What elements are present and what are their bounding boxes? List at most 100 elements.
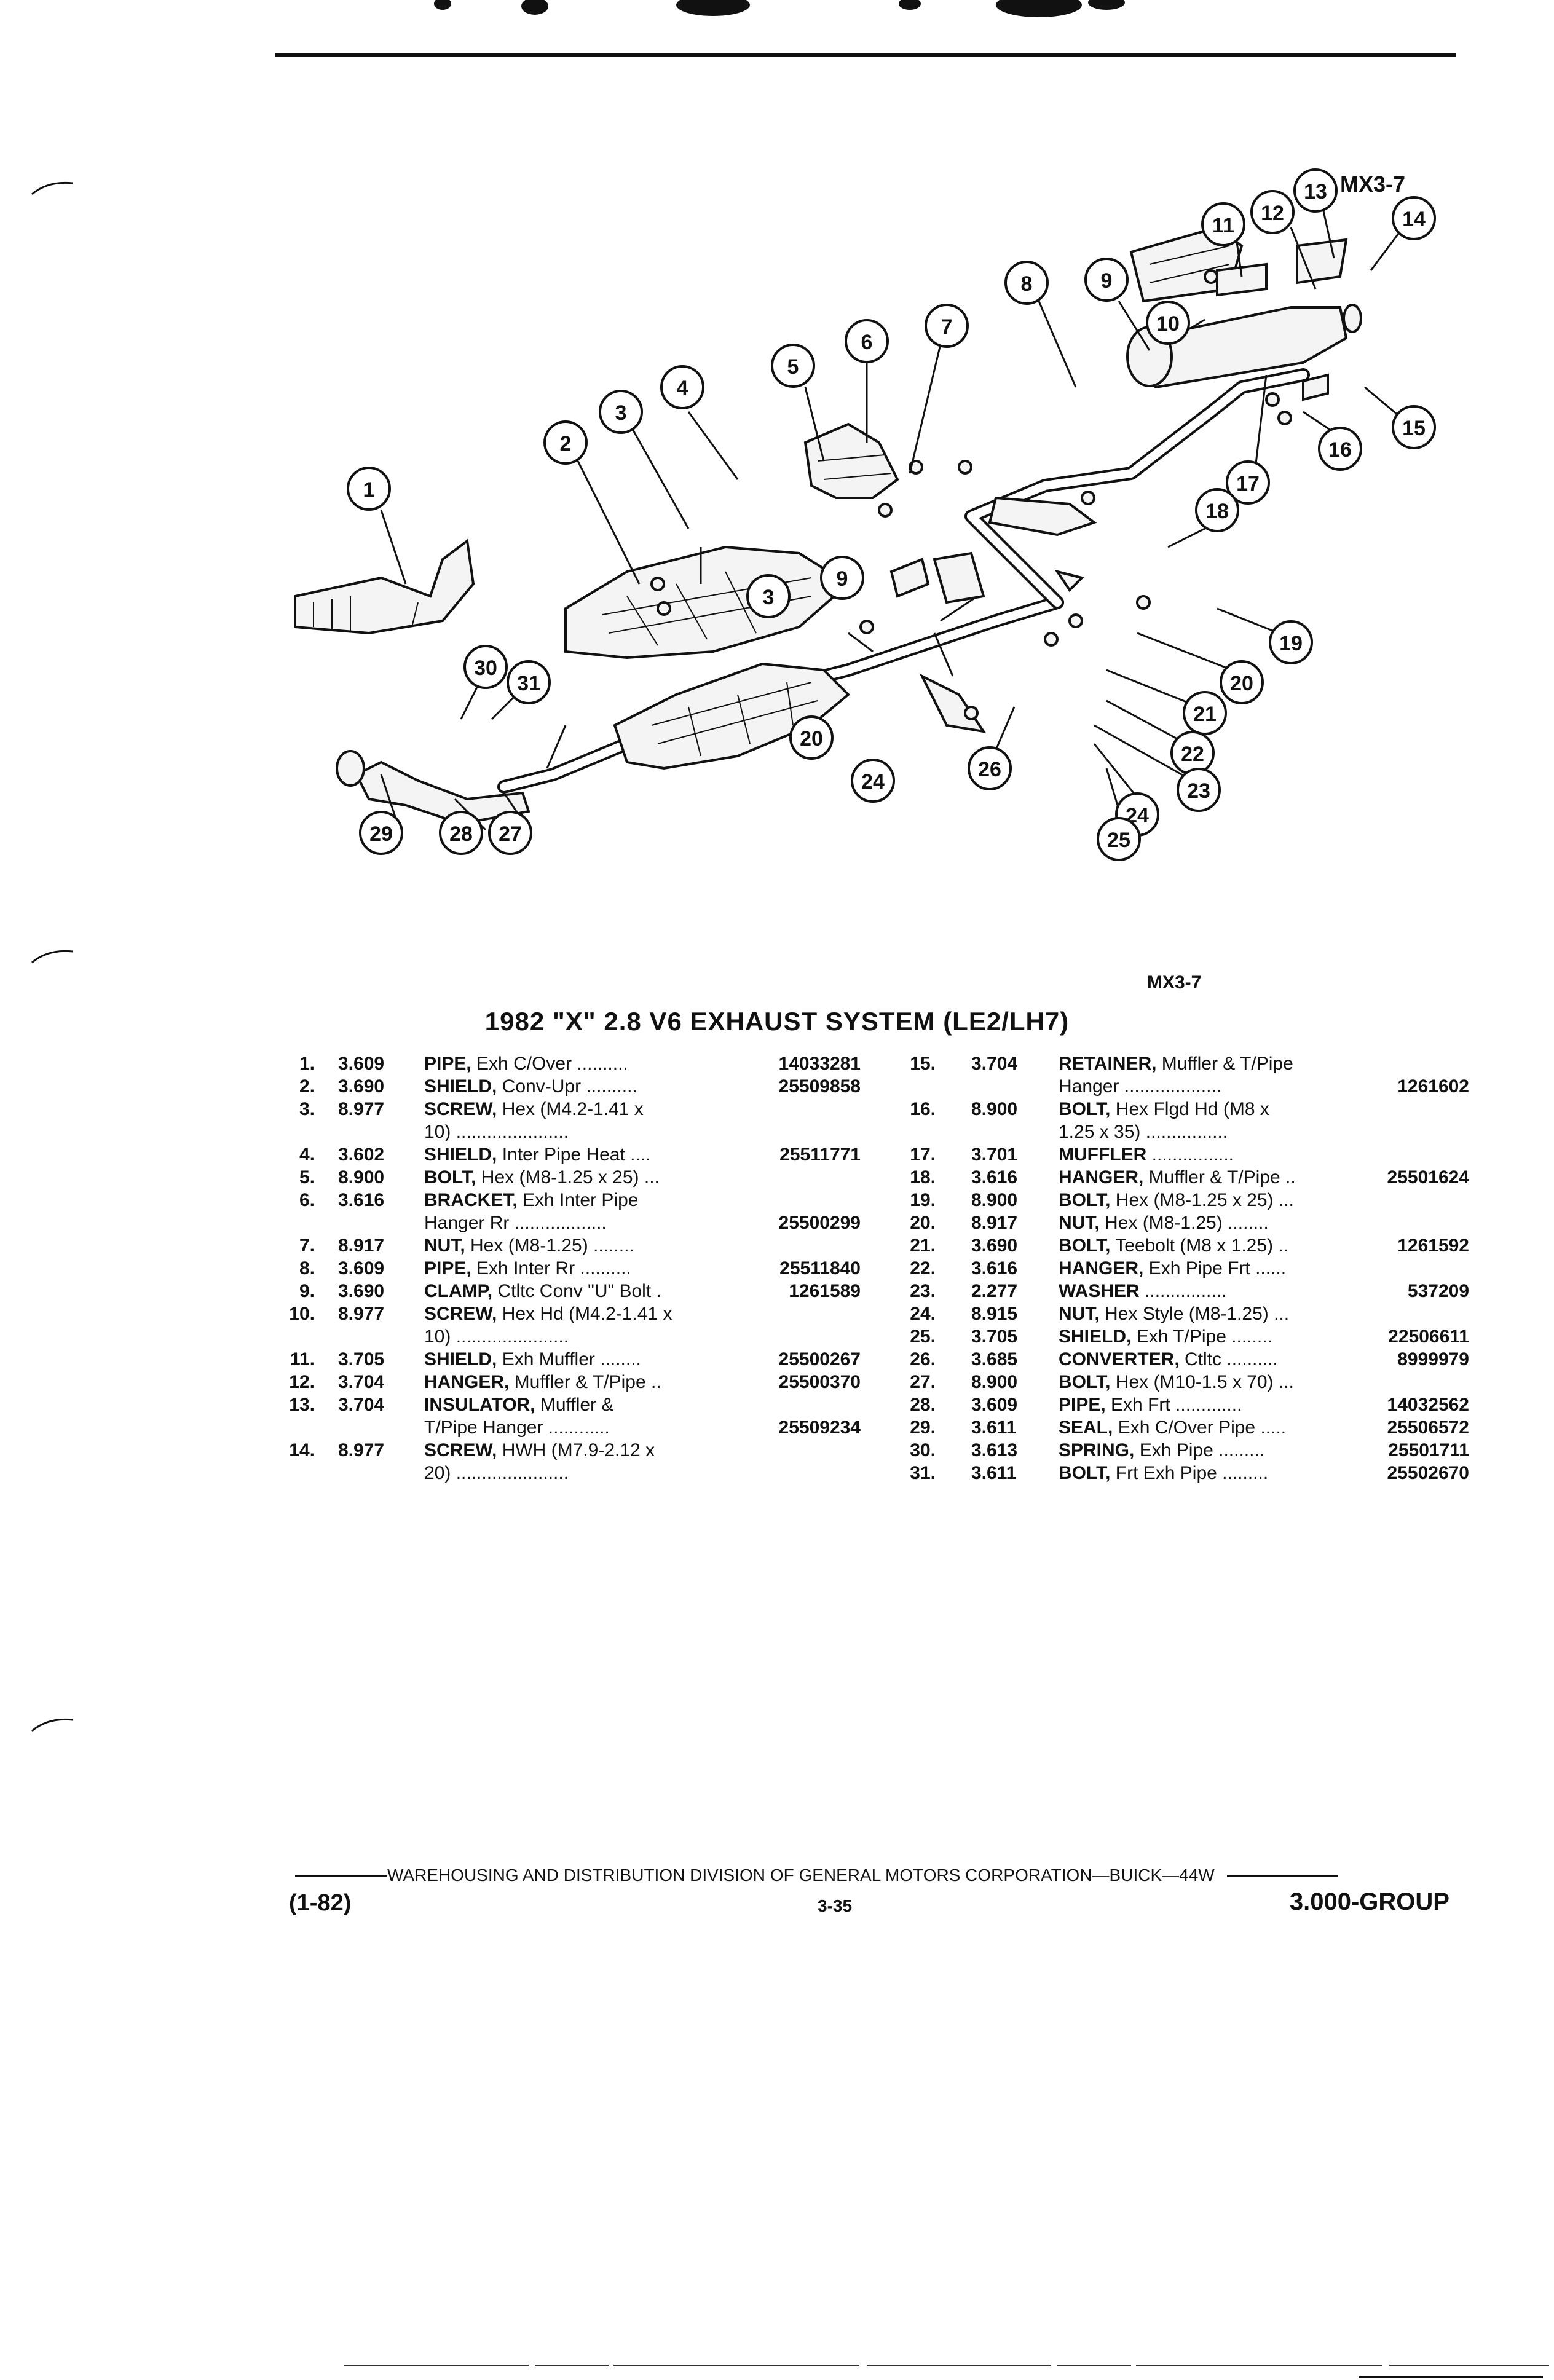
callout-25: 25 xyxy=(1097,817,1141,861)
group-number: 8.917 xyxy=(338,1235,385,1256)
callout-6: 6 xyxy=(845,319,889,363)
callout-15: 15 xyxy=(1392,405,1436,449)
part-description: BOLT, Hex (M8-1.25 x 25) ... xyxy=(1059,1190,1294,1210)
part-number: 25500299 xyxy=(778,1213,861,1233)
item-number: 20. xyxy=(910,1213,936,1233)
svg-text:11: 11 xyxy=(1212,214,1234,237)
group-number: 3.704 xyxy=(338,1372,385,1392)
part-description: NUT, Hex Style (M8-1.25) ... xyxy=(1059,1304,1290,1324)
part-number: 8999979 xyxy=(1397,1349,1469,1369)
item-number: 24. xyxy=(910,1304,936,1324)
part-description: CLAMP, Ctltc Conv "U" Bolt . xyxy=(424,1281,661,1301)
item-number: 11. xyxy=(290,1349,315,1369)
svg-text:24: 24 xyxy=(861,770,885,794)
part-description: BOLT, Hex (M10-1.5 x 70) ... xyxy=(1059,1372,1294,1392)
footer-division: WAREHOUSING AND DISTRIBUTION DIVISION OF… xyxy=(387,1866,1215,1885)
item-number: 30. xyxy=(910,1440,936,1460)
item-number: 5. xyxy=(299,1167,315,1188)
callout-26: 26 xyxy=(968,746,1012,790)
group-number: 3.705 xyxy=(338,1349,385,1369)
part-number: 25501624 xyxy=(1387,1167,1469,1188)
callout-9: 9 xyxy=(820,556,864,600)
group-number: 3.704 xyxy=(338,1395,385,1415)
item-number: 26. xyxy=(910,1349,936,1369)
callout-21: 21 xyxy=(1183,691,1227,735)
item-number: 23. xyxy=(910,1281,936,1301)
group-number: 8.900 xyxy=(971,1190,1018,1210)
callout-4: 4 xyxy=(660,365,704,409)
callout-20: 20 xyxy=(1220,660,1264,704)
item-number: 3. xyxy=(299,1099,315,1119)
front-exhaust-pipe xyxy=(336,750,530,826)
footer-date: (1-82) xyxy=(289,1890,352,1916)
part-description: CONVERTER, Ctltc .......... xyxy=(1059,1349,1278,1369)
svg-text:19: 19 xyxy=(1279,632,1303,655)
callout-16: 16 xyxy=(1318,427,1362,471)
callout-31: 31 xyxy=(507,660,551,704)
svg-text:2: 2 xyxy=(560,432,572,455)
part-number: 25500370 xyxy=(778,1372,861,1392)
part-number: 537209 xyxy=(1407,1281,1469,1301)
group-number: 3.602 xyxy=(338,1145,385,1165)
callout-7: 7 xyxy=(925,304,969,348)
footer-division-line: WAREHOUSING AND DISTRIBUTION DIVISION OF… xyxy=(295,1866,1451,1885)
callout-14: 14 xyxy=(1392,196,1436,240)
callout-20: 20 xyxy=(789,715,834,760)
part-description: BRACKET, Exh Inter Pipe Hanger Rr ......… xyxy=(424,1190,639,1233)
inter-pipe-heat-shield xyxy=(803,422,899,499)
parts-list-row: 17. 3.701 MUFFLER ................ xyxy=(891,1143,1469,1166)
svg-text:8: 8 xyxy=(1021,272,1033,296)
svg-text:3: 3 xyxy=(763,586,775,609)
svg-text:7: 7 xyxy=(941,315,953,339)
part-number: 25506572 xyxy=(1387,1417,1469,1438)
part-description: PIPE, Exh Frt ............. xyxy=(1059,1395,1242,1415)
part-description: HANGER, Exh Pipe Frt ...... xyxy=(1059,1258,1287,1279)
item-number: 4. xyxy=(299,1145,315,1165)
callout-22: 22 xyxy=(1170,731,1215,775)
part-description: BOLT, Hex (M8-1.25 x 25) ... xyxy=(424,1167,660,1188)
item-number: 9. xyxy=(299,1281,315,1301)
part-number: 25509858 xyxy=(778,1076,861,1097)
group-number: 8.977 xyxy=(338,1440,385,1460)
item-number: 22. xyxy=(910,1258,936,1279)
svg-text:18: 18 xyxy=(1205,500,1229,523)
group-number: 3.701 xyxy=(971,1145,1018,1165)
svg-text:23: 23 xyxy=(1187,779,1210,803)
svg-text:5: 5 xyxy=(787,355,799,379)
group-number: 8.900 xyxy=(971,1099,1018,1119)
item-number: 6. xyxy=(299,1190,315,1210)
part-description: BOLT, Hex Flgd Hd (M8 x 1.25 x 35) .....… xyxy=(1059,1099,1269,1142)
callout-30: 30 xyxy=(463,645,508,689)
callout-10: 10 xyxy=(1146,301,1190,345)
svg-text:17: 17 xyxy=(1236,472,1260,495)
callout-3: 3 xyxy=(746,574,791,618)
item-number: 17. xyxy=(910,1145,936,1165)
callout-19: 19 xyxy=(1269,620,1313,664)
part-description: SCREW, Hex (M4.2-1.41 x 10) ............… xyxy=(424,1099,644,1142)
svg-text:20: 20 xyxy=(800,727,823,751)
item-number: 29. xyxy=(910,1417,936,1438)
group-number: 3.616 xyxy=(338,1190,385,1210)
part-description: SHIELD, Conv-Upr .......... xyxy=(424,1076,637,1097)
svg-text:30: 30 xyxy=(474,656,497,680)
part-description: SHIELD, Exh T/Pipe ........ xyxy=(1059,1326,1272,1347)
part-description: MUFFLER ................ xyxy=(1059,1145,1234,1165)
svg-text:26: 26 xyxy=(978,758,1001,781)
svg-text:29: 29 xyxy=(369,822,393,846)
